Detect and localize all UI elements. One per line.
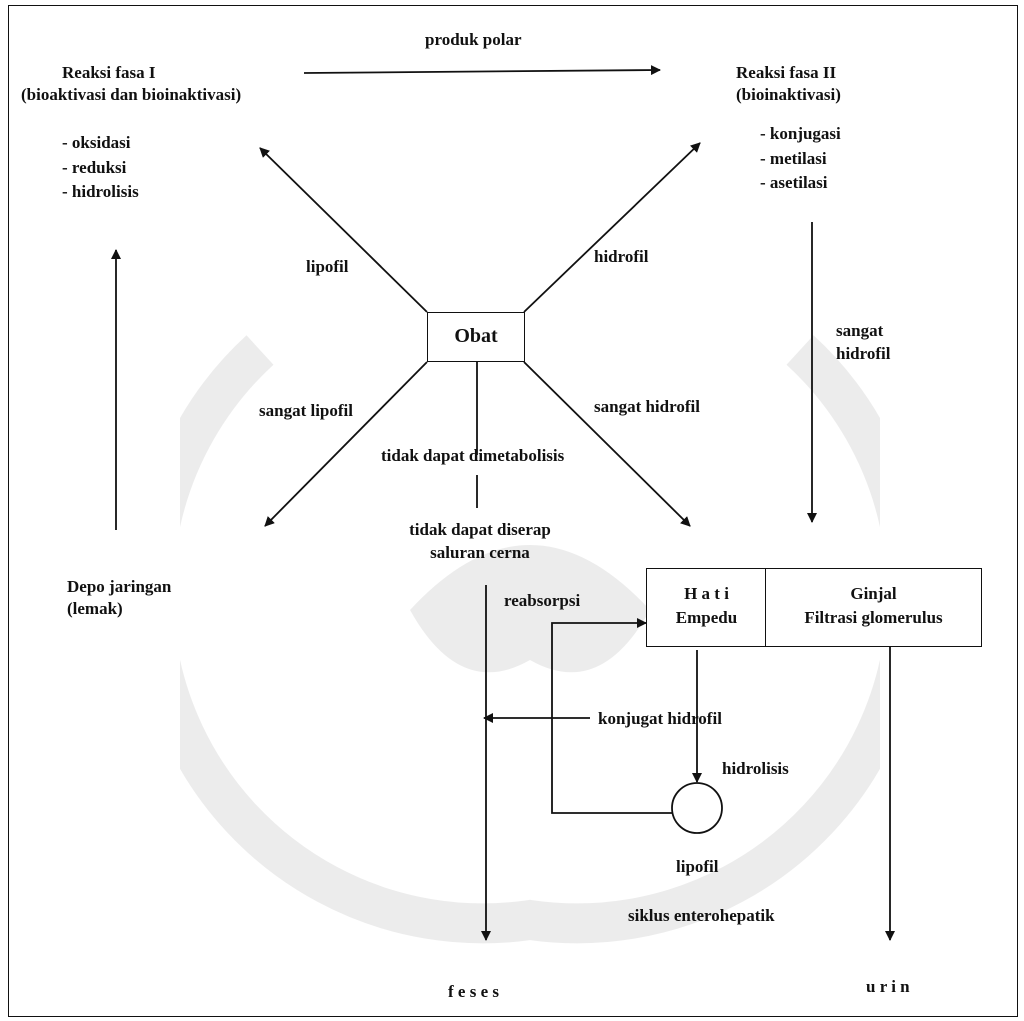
hati-box: H a t i Empedu <box>646 568 767 647</box>
label-depo-1: Depo jaringan <box>67 577 172 596</box>
label-hidrolisis: hidrolisis <box>722 759 789 778</box>
label-produk-polar: produk polar <box>425 30 522 49</box>
arrow-hidrofil <box>523 142 701 313</box>
empedu-label: Empedu <box>675 608 738 627</box>
label-urin: u r i n <box>866 977 910 996</box>
ginjal-box: Ginjal Filtrasi glomerulus <box>765 568 982 647</box>
label-depo-2: (lemak) <box>67 599 123 618</box>
obat-box: Obat <box>427 312 525 362</box>
label-sangat-right-2: hidrofil <box>836 344 891 363</box>
arrow-reabsorpsi <box>551 618 672 814</box>
fase1-item-hidrolisis: - hidrolisis <box>62 182 139 201</box>
diagram-frame <box>8 5 1018 1017</box>
fase2-item-metilasi: - metilasi <box>760 149 827 168</box>
fase1-item-reduksi: - reduksi <box>62 158 127 177</box>
obat-label: Obat <box>454 325 498 347</box>
fase2-item-konjugasi: - konjugasi <box>760 124 841 143</box>
hati-label: H a t i <box>684 584 729 603</box>
fase2-subtitle: (bioinaktivasi) <box>736 85 841 104</box>
label-sangat-right-1: sangat <box>836 321 884 340</box>
watermark-seal <box>180 335 880 944</box>
label-sangat-lipofil: sangat lipofil <box>259 401 353 420</box>
arrow-produk-polar <box>303 65 661 76</box>
label-hidrofil: hidrofil <box>594 247 649 266</box>
label-tidak-diserap-2: saluran cerna <box>430 543 530 562</box>
label-reabsorpsi: reabsorpsi <box>504 591 581 610</box>
arrow-sangat-lipofil <box>264 361 428 527</box>
label-lipofil-bottom: lipofil <box>676 857 719 876</box>
fase2-title: Reaksi fasa II <box>736 63 837 82</box>
label-lipofil: lipofil <box>306 257 349 276</box>
label-konjugat: konjugat hidrofil <box>598 709 722 728</box>
label-tidak-diserap-1: tidak dapat diserap <box>409 520 551 539</box>
arrow-lipofil <box>259 147 428 313</box>
label-sangat-hidrofil: sangat hidrofil <box>594 397 700 416</box>
fase1-title: Reaksi fasa I <box>62 63 156 82</box>
lipofil-circle <box>671 782 723 834</box>
fase1-subtitle: (bioaktivasi dan bioinaktivasi) <box>21 85 242 104</box>
arrow-sangat-hidrofil <box>523 361 691 527</box>
label-tidak-metabolisis: tidak dapat dimetabolisis <box>381 446 565 465</box>
filtrasi-label: Filtrasi glomerulus <box>804 608 943 627</box>
fase2-item-asetilasi: - asetilasi <box>760 173 828 192</box>
ginjal-label: Ginjal <box>850 584 897 603</box>
fase1-item-oksidasi: - oksidasi <box>62 133 131 152</box>
label-feses: f e s e s <box>448 982 499 1001</box>
label-siklus: siklus enterohepatik <box>628 906 775 925</box>
